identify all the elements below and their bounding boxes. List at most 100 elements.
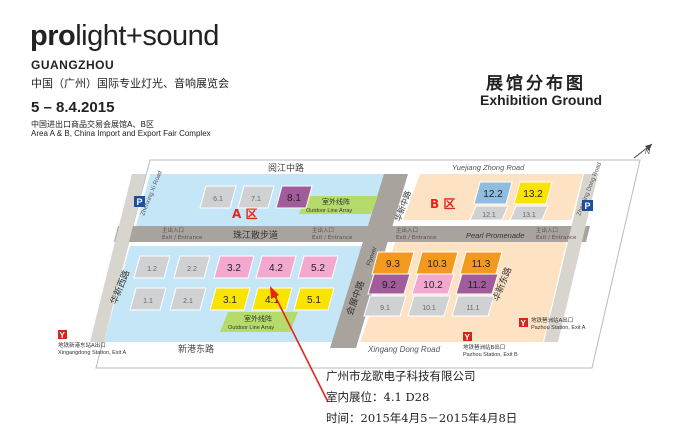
metro-icon-pazhou-a: Y	[519, 318, 528, 328]
parking-icon-right: P	[582, 200, 593, 211]
hall-4.1	[251, 287, 293, 311]
road-zhujiang-cn: 珠江散步道	[233, 229, 278, 241]
road-xingang-en: Xingang Dong Road	[367, 345, 441, 354]
entrance-2-cn: 主出入口	[312, 226, 334, 234]
outdoor-upper-cn: 室外线阵	[322, 197, 350, 206]
hall-label-11.2: 11.2	[468, 280, 487, 291]
right-road	[544, 174, 598, 342]
hall-3.2	[213, 255, 255, 279]
station-xingang-en: Xingangdong Station, Exit A	[58, 350, 127, 356]
svg-text:Y: Y	[521, 319, 527, 328]
hall-10.2	[411, 273, 455, 295]
hall-label-10.3: 10.3	[427, 259, 447, 270]
entrance-3-en: Exit / Entrance	[396, 235, 437, 241]
hall-label-11.3: 11.3	[472, 259, 491, 270]
booth-info: 广州市龙歌电子科技有限公司 室内展位：4.1 D28 时间：2015年4月5－2…	[326, 366, 517, 429]
road-xingang-cn: 新港东路	[178, 343, 214, 355]
hall-label-13.1: 13.1	[522, 212, 536, 219]
hall-label-3.2: 3.2	[227, 263, 241, 274]
hall-label-3.1: 3.1	[223, 295, 237, 306]
hall-label-7.1: 7.1	[251, 196, 261, 203]
hall-3.1	[209, 287, 251, 311]
hall-label-9.2: 9.2	[382, 280, 396, 291]
hall-1.2	[133, 255, 171, 279]
area-b-label: B 区	[430, 197, 455, 211]
booth-number: 室内展位：4.1 D28	[326, 390, 430, 404]
hall-4.2	[255, 255, 297, 279]
hall-label-1.2: 1.2	[147, 266, 157, 273]
company-name: 广州市龙歌电子科技有限公司	[326, 369, 476, 383]
hall-9.1	[363, 295, 407, 317]
booth-pointer-arrow	[270, 286, 329, 403]
hall-8.1	[275, 185, 313, 209]
hall-7.1	[237, 185, 275, 209]
outdoor-lower-cn: 室外线阵	[244, 314, 272, 323]
metro-icon-xingang: Y	[58, 330, 67, 340]
exhibition-time: 时间：2015年4月5－2015年4月8日	[326, 411, 518, 425]
station-pazhou-a-en: Pazhou Station, Exit A	[531, 325, 586, 331]
svg-text:N: N	[645, 149, 651, 156]
hall-label-6.1: 6.1	[213, 196, 223, 203]
outdoor-upper-en: Outdoor Line Array	[306, 208, 352, 214]
north-arrow-icon: N	[633, 143, 653, 159]
hall-13.2	[513, 181, 553, 205]
city-name: GUANGZHOU	[31, 58, 115, 72]
hall-11.2	[455, 273, 499, 295]
hall-label-12.2: 12.2	[483, 189, 503, 200]
logo: prolight+sound	[30, 20, 219, 53]
hall-1.1	[129, 287, 167, 311]
outdoor-line-array-lower	[220, 312, 298, 332]
left-road	[90, 174, 146, 342]
hall-label-5.1: 5.1	[307, 295, 321, 306]
hall-2.2	[173, 255, 211, 279]
hall-label-2.2: 2.2	[187, 266, 197, 273]
parking-icon-left: P	[134, 196, 145, 207]
entrance-1-en: Exit / Entrance	[162, 235, 203, 241]
road-yuejiang-en: Yuejiang Zhong Road	[452, 163, 525, 172]
hall-label-12.1: 12.1	[482, 212, 496, 219]
svg-text:Y: Y	[465, 333, 471, 342]
hall-label-11.1: 11.1	[466, 305, 479, 312]
svg-text:P: P	[585, 201, 591, 211]
station-pazhou-b-en: Pazhou Station, Exit B	[463, 352, 518, 358]
station-pazhou-b-cn: 地铁琶洲站B出口	[463, 343, 505, 351]
station-pazhou-a-cn: 地铁琶洲站A出口	[531, 316, 573, 324]
entrance-4-en: Exit / Entrance	[536, 235, 577, 241]
hall-label-9.1: 9.1	[380, 305, 390, 312]
hall-12.1	[469, 205, 509, 221]
map-title-en: Exhibition Ground	[480, 92, 603, 108]
event-date: 5 – 8.4.2015	[31, 99, 115, 116]
metro-icon-pazhou-b: Y	[463, 332, 472, 342]
entrance-2-en: Exit / Entrance	[312, 235, 353, 241]
outdoor-lower-en: Outdoor Line Array	[228, 325, 274, 331]
hall-12.2	[473, 181, 513, 205]
entrance-1-cn: 主出入口	[162, 226, 184, 234]
hall-label-10.1: 10.1	[422, 305, 436, 312]
road-yuejiang-cn: 阅江中路	[268, 162, 304, 174]
hall-label-5.2: 5.2	[311, 263, 325, 274]
hall-label-1.1: 1.1	[143, 298, 153, 305]
hall-11.1	[451, 295, 495, 317]
hall-label-2.1: 2.1	[183, 298, 193, 305]
hall-label-8.1: 8.1	[287, 193, 301, 204]
logo-rest: light+sound	[75, 20, 219, 52]
venue-en: Area A & B, China Import and Export Fair…	[31, 129, 211, 138]
station-xingang-cn: 地铁新港东站A出口	[58, 341, 106, 349]
area-a-label: A 区	[232, 207, 257, 221]
entrance-4-cn: 主出入口	[536, 226, 558, 234]
hall-label-4.2: 4.2	[269, 263, 283, 274]
pearl-promenade-road	[114, 226, 590, 242]
hall-5.2	[297, 255, 339, 279]
event-title-cn: 中国（广州）国际专业灯光、音响展览会	[31, 77, 229, 90]
hall-13.1	[509, 205, 549, 221]
venue-cn: 中国进出口商品交易会展馆A、B区	[31, 120, 154, 129]
outdoor-line-array-upper	[299, 196, 378, 214]
svg-text:P: P	[137, 197, 143, 207]
entrance-3-cn: 主出入口	[396, 226, 418, 234]
hall-5.1	[293, 287, 335, 311]
hall-9.2	[367, 273, 411, 295]
hall-6.1	[199, 185, 237, 209]
hall-10.1	[407, 295, 451, 317]
